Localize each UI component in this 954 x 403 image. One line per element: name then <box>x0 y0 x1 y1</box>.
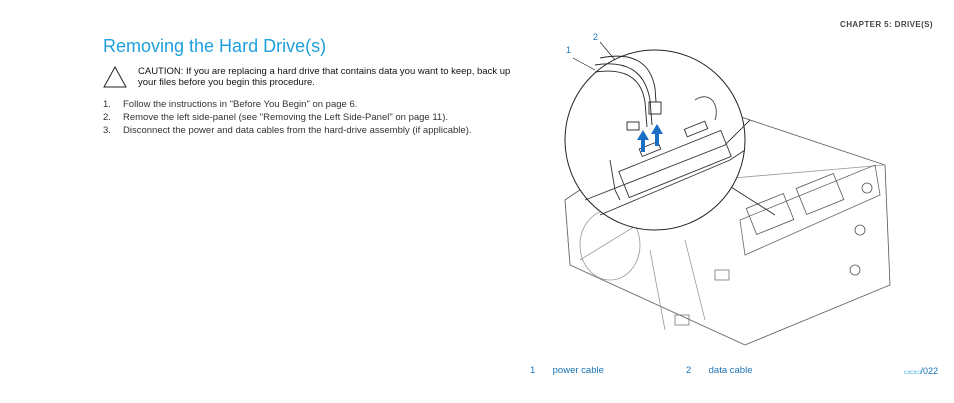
legend-label: power cable <box>552 365 604 376</box>
legend-label: data cable <box>708 365 753 376</box>
step-text: Disconnect the power and data cables fro… <box>123 125 472 136</box>
page-number: ▭▭▭/022 <box>904 366 938 376</box>
step-text: Follow the instructions in "Before You B… <box>123 99 358 110</box>
step-item: 3. Disconnect the power and data cables … <box>103 125 523 136</box>
caution-text: CAUTION: If you are replacing a hard dri… <box>138 66 511 88</box>
legend-item: 1 power cable <box>530 365 604 376</box>
step-text: Remove the left side-panel (see "Removin… <box>123 112 449 123</box>
step-number: 2. <box>103 112 111 123</box>
caution-block: CAUTION: If you are replacing a hard dri… <box>103 66 523 94</box>
step-item: 1. Follow the instructions in "Before Yo… <box>103 99 523 110</box>
page-number-text: /022 <box>920 366 938 376</box>
hard-drive-diagram: 1 2 <box>564 32 891 346</box>
callout-2: 2 <box>593 32 598 42</box>
legend-item: 2 data cable <box>686 365 752 376</box>
brand-logo: ▭▭▭ <box>903 369 922 376</box>
step-number: 3. <box>103 125 111 136</box>
steps-list: 1. Follow the instructions in "Before Yo… <box>103 99 523 138</box>
legend-number: 1 <box>530 365 536 376</box>
hard-drive-illustration: 1 2 <box>555 30 900 355</box>
legend-number: 2 <box>686 365 692 376</box>
up-arrow-icon <box>637 124 663 152</box>
callout-1: 1 <box>566 45 571 55</box>
warning-triangle-icon <box>103 66 127 88</box>
step-item: 2. Remove the left side-panel (see "Remo… <box>103 112 523 123</box>
step-number: 1. <box>103 99 111 110</box>
section-title: Removing the Hard Drive(s) <box>103 36 327 56</box>
chapter-header: CHAPTER 5: DRIVE(S) <box>840 20 933 29</box>
